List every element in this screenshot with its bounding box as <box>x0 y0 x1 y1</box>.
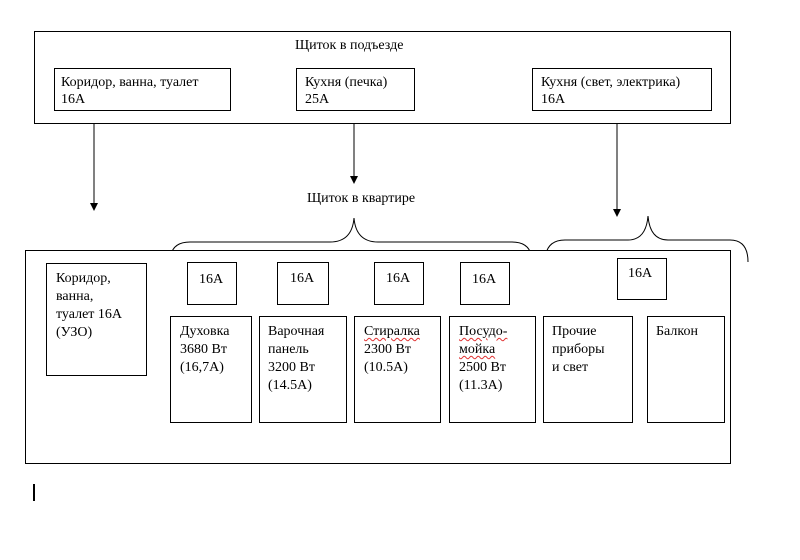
breaker-dishwasher: 16А <box>460 262 510 305</box>
consumer-label: Стиралка 2300 Вт (10.5А) <box>364 323 420 377</box>
breaker-label: Кухня (свет, электрика) <box>541 75 681 90</box>
breaker-rating: 16А <box>61 92 86 107</box>
breaker-rating: 16А <box>386 271 411 286</box>
consumer-cooktop: Варочная панель 3200 Вт (14.5А) <box>259 316 347 423</box>
breaker-other-light: 16А <box>617 258 667 300</box>
breaker-label: Коридор, ванна, туалет 16А (УЗО) <box>56 271 123 340</box>
consumer-label-rest: 2300 Вт (10.5А) <box>364 342 411 375</box>
breaker-corridor-bath: Коридор, ванна, туалет 16А <box>54 68 231 111</box>
breaker-rating: 16А <box>472 272 497 287</box>
text-cursor <box>33 484 35 501</box>
consumer-label: Балкон <box>656 324 698 339</box>
apartment-panel-title: Щиток в квартире <box>307 191 416 206</box>
breaker-oven: 16А <box>187 262 237 305</box>
breaker-rating: 16А <box>199 272 224 287</box>
consumer-label: Духовка 3680 Вт (16,7А) <box>180 324 230 375</box>
breaker-washer: 16А <box>374 262 424 305</box>
consumer-other-devices: Прочие приборы и свет <box>543 316 633 423</box>
brace-light-breaker <box>544 215 749 263</box>
consumer-label-word: Стиралка <box>364 324 420 339</box>
consumer-label-word: Посудо- мойка <box>459 324 508 357</box>
consumer-dishwasher: Посудо- мойка 2500 Вт (11.3А) <box>449 316 536 423</box>
consumer-label-rest: 2500 Вт (11.3А) <box>459 360 506 393</box>
breaker-label: Кухня (печка) <box>305 75 388 90</box>
consumer-oven: Духовка 3680 Вт (16,7А) <box>170 316 252 423</box>
brace-kitchen-breakers <box>169 217 533 263</box>
consumer-washer: Стиралка 2300 Вт (10.5А) <box>354 316 441 423</box>
consumer-label: Варочная панель 3200 Вт (14.5А) <box>268 324 325 393</box>
breaker-rating: 16А <box>541 92 566 107</box>
breaker-kitchen-light: Кухня (свет, электрика) 16А <box>532 68 712 111</box>
consumer-label: Посудо- мойка 2500 Вт (11.3А) <box>459 323 507 395</box>
entrance-panel-title: Щиток в подъезде <box>295 38 404 53</box>
breaker-cooktop: 16А <box>277 262 329 305</box>
breaker-rating: 16А <box>290 271 315 286</box>
breaker-corridor-rcd: Коридор, ванна, туалет 16А (УЗО) <box>46 263 147 376</box>
breaker-kitchen-stove: Кухня (печка) 25А <box>296 68 415 111</box>
consumer-label: Прочие приборы и свет <box>552 324 605 375</box>
breaker-label: Коридор, ванна, туалет <box>61 75 199 90</box>
consumer-balcony: Балкон <box>647 316 725 423</box>
breaker-rating: 16А <box>628 266 653 281</box>
breaker-rating: 25А <box>305 92 330 107</box>
